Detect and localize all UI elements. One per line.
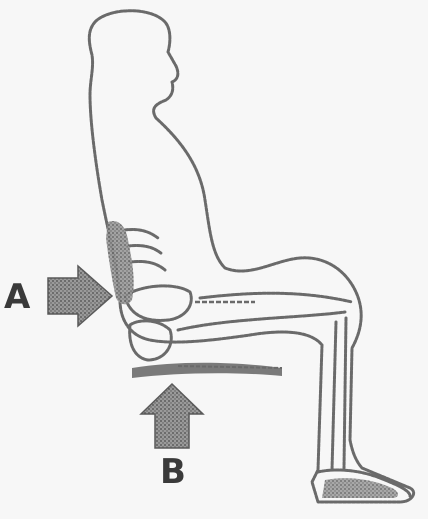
shin-line-left [332,322,336,470]
seat-surface [132,363,282,378]
pelvis-outline [125,286,191,321]
thigh-line-lower [178,312,345,330]
thigh-line [200,293,352,302]
shin-line-right [344,318,346,468]
arrow-up-icon [141,384,203,448]
arrow-right-icon [48,266,112,326]
body-outline [89,11,413,502]
label-a: A [4,280,30,314]
label-b: B [160,455,186,489]
lumbar-spine-shading [106,221,134,304]
